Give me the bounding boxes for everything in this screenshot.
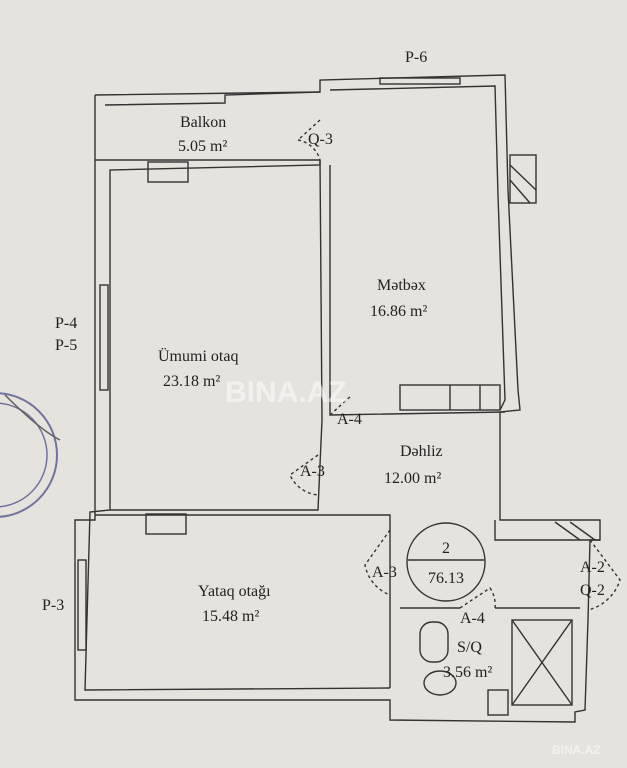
room-name-dehliz: Dəhliz bbox=[400, 443, 443, 460]
room-name-balkon: Balkon bbox=[180, 114, 226, 131]
window-p6 bbox=[379, 77, 461, 85]
room-area-metbex: 16.86 m² bbox=[370, 303, 427, 320]
apartment-badge: 2 76.13 bbox=[406, 522, 486, 602]
room-area-dehliz: 12.00 m² bbox=[384, 470, 441, 487]
chimney bbox=[509, 154, 537, 204]
label-a4-top: A-4 bbox=[337, 411, 362, 428]
label-a4-bath: A-4 bbox=[460, 610, 485, 627]
room-name-metbex: Mətbəx bbox=[377, 277, 426, 294]
label-a3-right: A-3 bbox=[372, 564, 397, 581]
label-a2: A-2 bbox=[580, 559, 605, 576]
label-q2: Q-2 bbox=[580, 582, 605, 599]
room-name-sq: S/Q bbox=[457, 639, 482, 656]
watermark-corner: BINA.AZ bbox=[552, 743, 601, 757]
sink bbox=[419, 621, 449, 663]
room-area-balkon: 5.05 m² bbox=[178, 138, 227, 155]
room-area-umumi: 23.18 m² bbox=[163, 373, 220, 390]
room-name-umumi: Ümumi otaq bbox=[158, 347, 238, 365]
window-p3 bbox=[77, 559, 87, 651]
room-name-yataq: Yataq otağı bbox=[198, 583, 271, 600]
toilet bbox=[423, 670, 457, 696]
label-p4: P-4 bbox=[55, 315, 77, 332]
apartment-number: 2 bbox=[442, 540, 450, 557]
walls bbox=[74, 74, 621, 723]
shaft bbox=[511, 619, 573, 706]
window-p4 bbox=[99, 284, 109, 391]
watermark: BINA.AZ bbox=[225, 376, 347, 409]
room-area-yataq: 15.48 m² bbox=[202, 608, 259, 625]
apartment-total-area: 76.13 bbox=[428, 570, 464, 587]
room-area-sq: 3.56 m² bbox=[443, 664, 492, 681]
label-q3: Q-3 bbox=[308, 131, 333, 148]
label-a3-left: A-3 bbox=[300, 463, 325, 480]
label-p3: P-3 bbox=[42, 597, 64, 614]
label-p5: P-5 bbox=[55, 337, 77, 354]
radiator bbox=[145, 513, 187, 535]
vent bbox=[487, 689, 509, 716]
label-p6: P-6 bbox=[405, 49, 427, 66]
radiator bbox=[147, 161, 189, 183]
stamp bbox=[0, 392, 61, 518]
